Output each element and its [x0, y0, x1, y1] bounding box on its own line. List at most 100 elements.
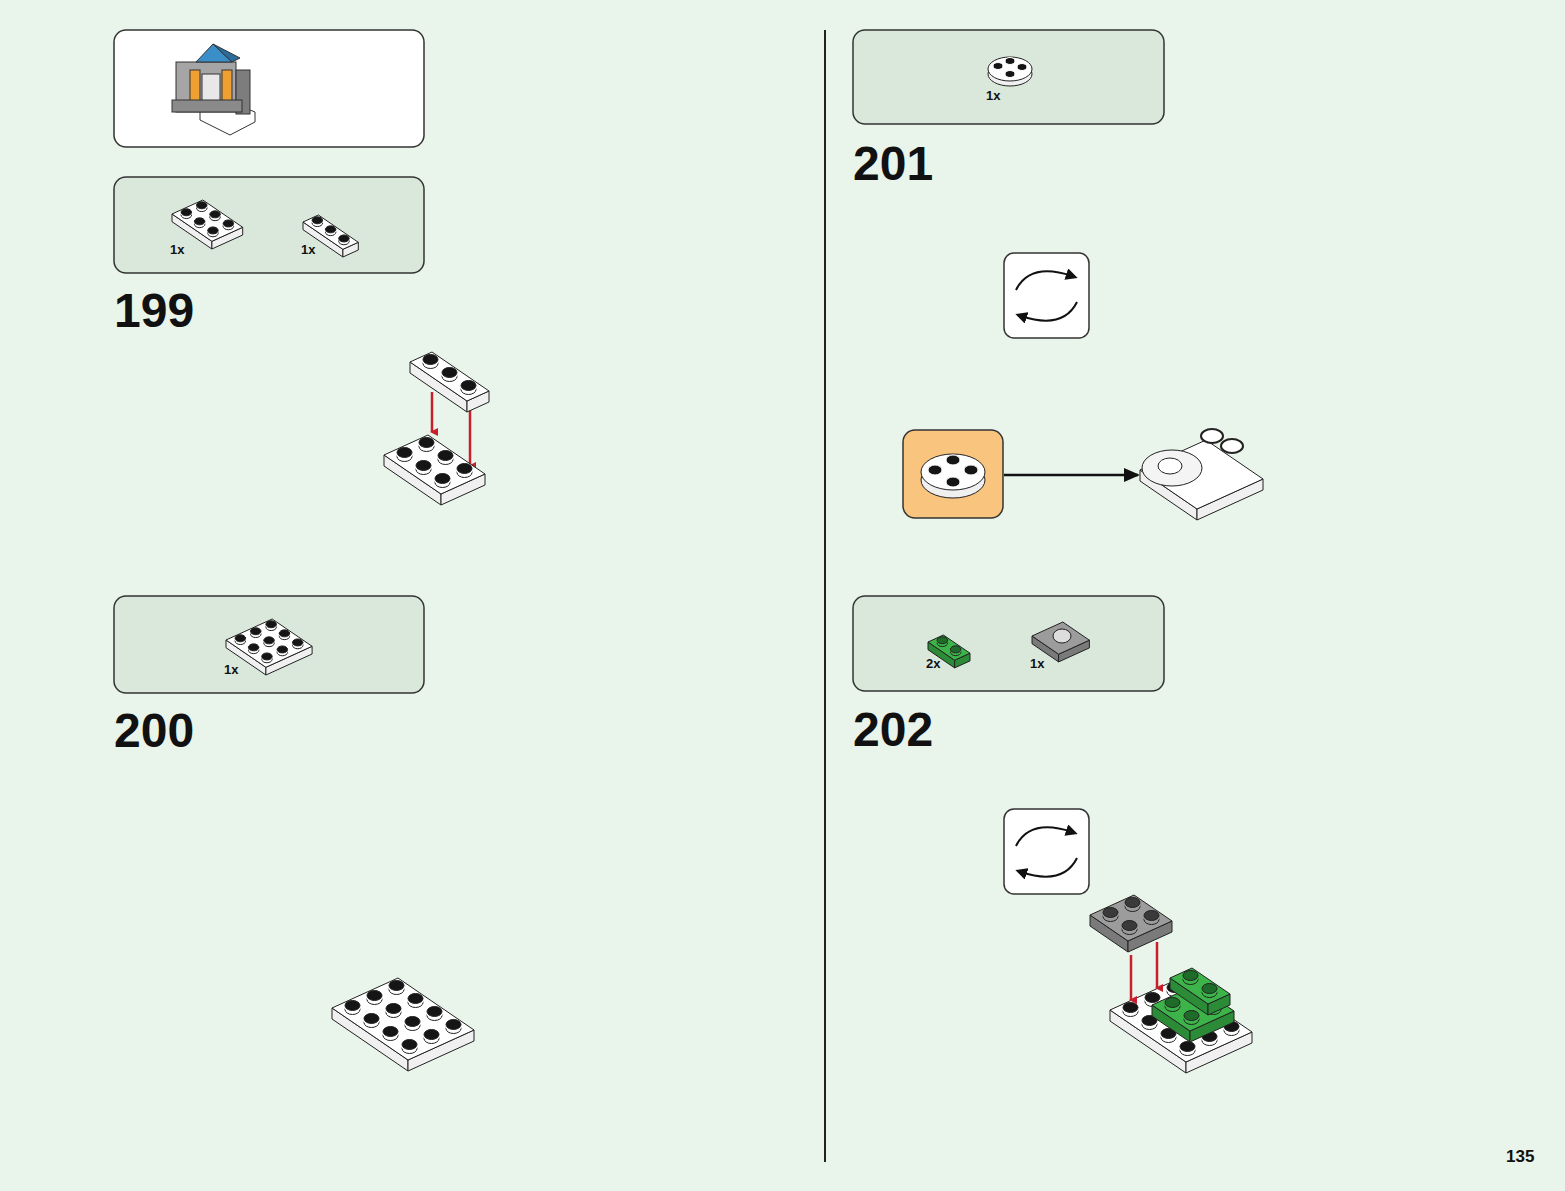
- brick-shape: [946, 477, 960, 487]
- brick-shape: [251, 628, 262, 635]
- brick-shape: [339, 235, 350, 242]
- brick-shape: [208, 227, 219, 234]
- brick-shape: [172, 200, 243, 241]
- step-number: 201: [853, 140, 933, 188]
- brick-shape: [266, 621, 277, 628]
- brick-shape: [423, 355, 438, 365]
- page-number: 135: [1506, 1148, 1534, 1165]
- parts-box: [853, 596, 1164, 691]
- brick-shape: [1221, 439, 1243, 453]
- parts-box: [114, 177, 424, 273]
- brick-shape: [1005, 71, 1015, 78]
- placement-arrow: [431, 392, 434, 432]
- brick-illustrations: [172, 57, 1263, 1073]
- brick-shape: [438, 451, 453, 461]
- brick-shape: [937, 637, 948, 644]
- submodel-box: [114, 30, 424, 147]
- brick-shape: [993, 63, 1003, 70]
- brick-shape: [408, 994, 423, 1004]
- brick-shape: [1123, 1003, 1138, 1013]
- placement-arrow: [469, 410, 472, 466]
- brick-shape: [1005, 58, 1015, 65]
- brick-shape: [1180, 1042, 1195, 1052]
- rotate-icon: [1004, 809, 1089, 894]
- callout-arrow: [1004, 474, 1138, 477]
- rotate-icon: [1004, 253, 1089, 338]
- parts-box: 2x1x: [853, 596, 1164, 691]
- brick-shape: [1125, 898, 1140, 908]
- brick-shape: [1170, 968, 1230, 1004]
- brick-shape: [1032, 622, 1089, 654]
- brick-shape: [367, 991, 382, 1001]
- brick-shape: [1103, 908, 1118, 918]
- brick-shape: [435, 474, 450, 484]
- brick-shape: [1142, 450, 1202, 486]
- brick-shape: [293, 639, 304, 646]
- part-quantity: 1x: [301, 242, 315, 258]
- brick-shape: [928, 465, 942, 475]
- part-quantity: 1x: [224, 662, 238, 678]
- brick-shape: [235, 635, 246, 642]
- brick-shape: [197, 202, 208, 209]
- part-quantity: 1x: [986, 88, 1000, 104]
- brick-shape: [386, 1004, 401, 1014]
- brick-shape: [248, 644, 259, 651]
- brick-shape: [416, 461, 431, 471]
- parts-box: [853, 30, 1164, 124]
- brick-shape: [1017, 64, 1027, 71]
- placement-arrows: [1131, 942, 1157, 1000]
- brick-shape: [1201, 429, 1223, 443]
- brick-shape: [223, 220, 234, 227]
- brick-shape: [1090, 895, 1172, 941]
- step-number: 202: [853, 706, 933, 754]
- brick-shape: [424, 1030, 439, 1040]
- parts-box: 1x1x: [114, 177, 424, 273]
- brick-shape: [457, 464, 472, 474]
- brick-shape: [1145, 993, 1160, 1003]
- brick-shape: [364, 1014, 379, 1024]
- brick-shape: [389, 981, 404, 991]
- brick-shape: [312, 217, 323, 224]
- step-number: 199: [114, 287, 194, 335]
- brick-shape: [1053, 629, 1071, 643]
- brick-shape: [210, 211, 221, 218]
- brick-shape: [946, 455, 960, 465]
- brick-shape: [402, 1040, 417, 1050]
- brick-shape: [1165, 998, 1180, 1008]
- brick-shape: [325, 226, 336, 233]
- brick-shape: [194, 218, 205, 225]
- parts-box: 1x: [114, 596, 424, 693]
- brick-shape: [410, 352, 489, 401]
- brick-shape: [988, 57, 1032, 81]
- step-number: 200: [114, 707, 194, 755]
- brick-shape: [446, 1020, 461, 1030]
- brick-shape: [397, 448, 412, 458]
- brick-shape: [1184, 1011, 1199, 1021]
- brick-shape: [262, 653, 273, 660]
- brick-shape: [427, 1007, 442, 1017]
- parts-box: [114, 596, 424, 693]
- brick-shape: [345, 1001, 360, 1011]
- parts-box: 1x: [853, 30, 1164, 124]
- brick-shape: [950, 646, 961, 653]
- brick-shape: [1144, 911, 1159, 921]
- page-divider: [824, 30, 826, 1162]
- brick-shape: [921, 454, 985, 490]
- brick-shape: [279, 630, 290, 637]
- brick-shape: [1140, 440, 1263, 509]
- brick-shape: [1158, 458, 1182, 474]
- brick-shape: [405, 1017, 420, 1027]
- brick-shape: [442, 368, 457, 378]
- part-quantity: 2x: [926, 656, 940, 672]
- brick-shape: [226, 619, 312, 667]
- brick-shape: [384, 435, 485, 494]
- brick-shape: [964, 465, 978, 475]
- brick-shape: [181, 209, 192, 216]
- brick-shape: [1183, 971, 1198, 981]
- brick-shape: [1122, 921, 1137, 931]
- brick-shape: [383, 1027, 398, 1037]
- brick-shape: [461, 381, 476, 391]
- brick-shape: [1202, 984, 1217, 994]
- brick-shape: [419, 438, 434, 448]
